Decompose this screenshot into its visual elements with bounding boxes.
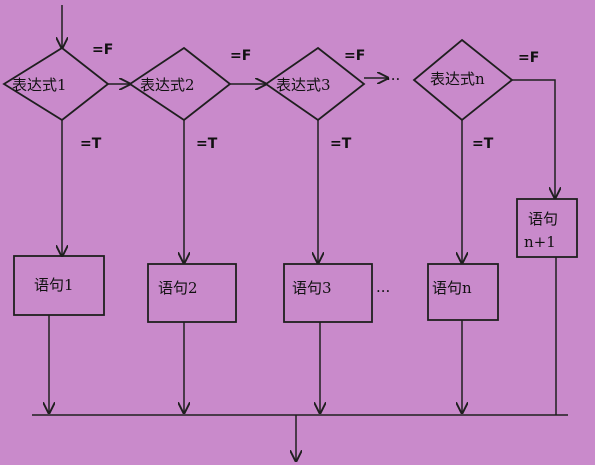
- statement-label-default-line2: n+1: [524, 233, 556, 251]
- true-label-3: =T: [330, 136, 352, 152]
- false-label-3: =F: [344, 48, 365, 64]
- statement-box-n: [427, 263, 499, 321]
- statement-label-default-line1: 语句: [528, 210, 558, 228]
- statement-label-n: 语句n: [432, 279, 472, 297]
- true-label-n: =T: [472, 136, 494, 152]
- false-label-2: =F: [230, 48, 251, 64]
- true-label-1: =T: [80, 136, 102, 152]
- false-arrow-n: [512, 79, 555, 198]
- statement-label-2: 语句2: [158, 279, 198, 297]
- false-label-1: =F: [92, 42, 113, 58]
- statement-box-3: [283, 263, 373, 323]
- condition-ellipsis: ···: [386, 70, 400, 88]
- statement-ellipsis: ···: [376, 282, 390, 300]
- statement-label-3: 语句3: [292, 279, 332, 297]
- statement-box-2: [147, 263, 237, 323]
- condition-label-n: 表达式n: [430, 70, 485, 88]
- statement-label-1: 语句1: [34, 276, 74, 294]
- true-label-2: =T: [196, 136, 218, 152]
- condition-label-3: 表达式3: [276, 76, 331, 94]
- statement-box-default: [516, 198, 578, 258]
- statement-box-1: [13, 255, 105, 316]
- condition-label-1: 表达式1: [12, 76, 67, 94]
- condition-label-2: 表达式2: [140, 76, 195, 94]
- false-label-n: =F: [518, 50, 539, 66]
